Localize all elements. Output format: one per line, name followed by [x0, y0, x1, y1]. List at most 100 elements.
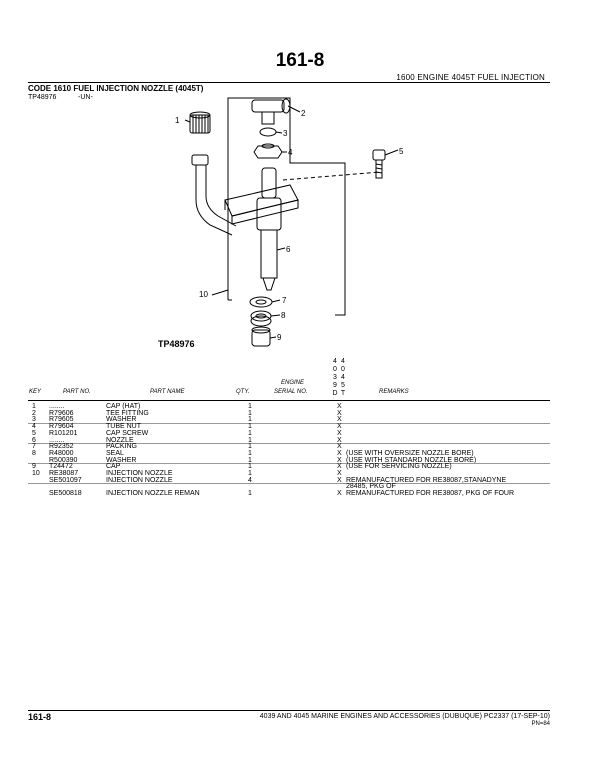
row-key: 6 [32, 436, 36, 444]
row-part-no: SE500818 [49, 490, 82, 498]
row-remarks: REMANUFACTURED FOR RE38087, PKG OF FOUR [346, 490, 515, 498]
figure-un: -UN- [78, 94, 93, 101]
bolt-leader-dashed [282, 171, 381, 181]
header-part-no: PART NO. [63, 389, 91, 395]
row-qty: 1 [248, 449, 252, 457]
table-row: 28485, PKG OF [28, 483, 550, 493]
header-serial-no: SERIAL NO. [274, 389, 308, 395]
row-model-mark: X [337, 403, 342, 410]
row-key: 4 [32, 423, 36, 431]
row-model-mark: X [337, 409, 342, 417]
row-remarks: (USE FOR SERVICING NOZZLE) [346, 463, 452, 471]
nozzle-part [256, 167, 282, 291]
row-part-no: R79605 [49, 416, 74, 424]
row-model-mark: X [337, 429, 342, 437]
row-qty: 1 [248, 423, 252, 431]
table-row: SE500818 INJECTION NOZZLE REMAN 1 X REMANUFA… [28, 490, 550, 500]
row-model-mark: X [337, 463, 342, 471]
row-model-mark: X [337, 423, 342, 431]
callout-4: 4 [288, 148, 293, 157]
row-remarks: (USE WITH STANDARD NOZZLE BORE) [346, 456, 477, 464]
row-key: 7 [32, 443, 36, 451]
row-qty: 1 [248, 456, 252, 464]
row-part-no: T24472 [49, 463, 73, 471]
washer-part [259, 127, 277, 137]
row-part-no: ........ [49, 436, 65, 444]
row-model-mark: X [337, 490, 342, 498]
row-model-mark: X [337, 470, 342, 477]
row-key: 1 [32, 403, 36, 410]
row-key: 2 [32, 409, 36, 417]
row-part-name: WASHER [106, 456, 137, 464]
row-part-no: R79606 [49, 409, 74, 417]
row-key: 3 [32, 416, 36, 424]
row-part-no: RE38087 [49, 470, 79, 477]
row-qty: 1 [248, 470, 252, 477]
footer-pn: PN=84 [531, 721, 550, 727]
row-group-separator [28, 462, 550, 464]
clamp-bracket-part [224, 184, 299, 225]
callout-1: 1 [175, 116, 180, 125]
row-part-no: R500390 [49, 456, 78, 464]
row-remarks: REMANUFACTURED FOR RE38087,STANADYNE [346, 476, 507, 484]
row-part-name: INJECTION NOZZLE [106, 470, 173, 477]
row-part-name: INJECTION NOZZLE [106, 476, 173, 484]
row-model-mark: X [337, 476, 342, 484]
row-part-name: SEAL [106, 449, 124, 457]
header-section-title: 1600 ENGINE 4045T FUEL INJECTION [396, 73, 545, 82]
row-group-separator [28, 442, 550, 444]
callout-7: 7 [282, 296, 287, 305]
footer-rule [28, 710, 550, 711]
row-qty: 1 [248, 416, 252, 424]
page-title: 161-8 [275, 50, 325, 71]
header-engine: ENGINE [281, 380, 305, 386]
figure-caption: TP48976 [158, 339, 195, 349]
row-qty: 1 [248, 409, 252, 417]
callout-2: 2 [301, 109, 306, 118]
row-qty: 1 [248, 463, 252, 471]
row-part-name: CAP SCREW [106, 429, 149, 437]
fuel-line-part [191, 154, 237, 236]
row-qty: 1 [248, 490, 252, 498]
row-qty: 1 [248, 443, 252, 451]
seal-part [250, 310, 272, 327]
assembly-outline [227, 97, 346, 316]
group-title: CODE 1610 FUEL INJECTION NOZZLE (4045T) [28, 84, 204, 93]
table-row: 6........ NOZZLE 1 X [28, 437, 550, 447]
row-qty: 1 [248, 429, 252, 437]
row-part-no: R79604 [49, 423, 74, 431]
table-header-rule [28, 400, 550, 401]
row-model-mark: X [337, 456, 342, 464]
callout-9: 9 [277, 333, 282, 342]
footer-page-number: 161-8 [28, 712, 52, 722]
row-model-mark: X [337, 443, 342, 451]
row-remarks: (USE WITH OVERSIZE NOZZLE BORE) [346, 449, 474, 457]
header-rule [28, 82, 550, 83]
header-key: KEY [29, 389, 42, 395]
header-remarks: REMARKS [379, 389, 409, 395]
callout-8: 8 [281, 311, 286, 320]
row-part-name: NOZZLE [106, 436, 134, 444]
tube-nut-part [253, 143, 283, 159]
tee-fitting-part [251, 98, 291, 125]
protective-cap-part [251, 326, 271, 347]
row-qty: 1 [248, 436, 252, 444]
row-group-separator [28, 482, 550, 484]
row-model-mark: X [337, 449, 342, 457]
footer-publication: 4039 AND 4045 MARINE ENGINES AND ACCESSO… [259, 713, 550, 720]
row-key: 9 [32, 463, 36, 471]
row-remarks: 28485, PKG OF [346, 483, 396, 491]
row-part-name: CAP (HAT) [106, 403, 141, 410]
row-model-mark: X [337, 436, 342, 444]
figure-number: TP48976 [28, 94, 57, 101]
row-part-name: INJECTION NOZZLE REMAN [106, 490, 200, 498]
